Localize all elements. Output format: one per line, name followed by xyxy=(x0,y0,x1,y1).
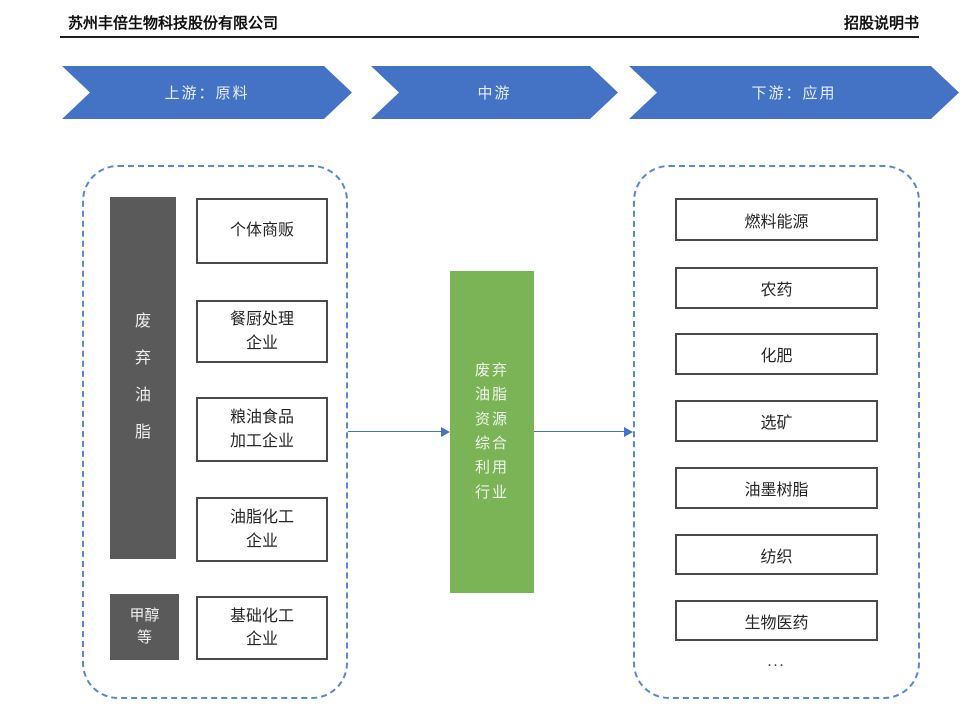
banner-midstream: 中游 xyxy=(371,66,618,119)
supplier-box-individual-vendors: 个体商贩 xyxy=(196,198,328,264)
application-box-fertilizer: 化肥 xyxy=(675,333,878,375)
right-arrowhead-icon xyxy=(624,427,633,437)
right-arrowhead-icon xyxy=(441,427,450,437)
methanol-source-box: 甲醇等 xyxy=(110,594,179,660)
application-box-textile: 纺织 xyxy=(675,534,878,575)
application-box-biomedicine: 生物医药 xyxy=(675,600,878,641)
header-divider xyxy=(60,36,919,38)
upstream-to-midstream-connector xyxy=(348,431,441,432)
application-box-mineral-processing: 选矿 xyxy=(675,400,878,442)
supplier-box-basic-chemical-companies: 基础化工企业 xyxy=(196,596,328,660)
application-box-fuel-energy: 燃料能源 xyxy=(675,198,878,241)
supplier-box-kitchen-waste-processors: 餐厨处理企业 xyxy=(196,300,328,363)
banner-downstream: 下游：应用 xyxy=(629,66,959,119)
application-box-ink-resin: 油墨树脂 xyxy=(675,467,878,509)
banner-upstream: 上游：原料 xyxy=(62,66,352,119)
supplier-box-grain-oil-food-processors: 粮油食品加工企业 xyxy=(196,397,328,462)
waste-oil-source-box: 废弃油脂 xyxy=(110,197,176,559)
application-box-pesticide: 农药 xyxy=(675,267,878,309)
waste-oil-label: 废弃油脂 xyxy=(135,313,152,441)
industry-box-waste-oil-utilization: 废弃油脂资源综合利用行业 xyxy=(450,271,534,593)
midstream-to-downstream-connector xyxy=(534,431,624,432)
supplier-box-oleochemical-companies: 油脂化工企业 xyxy=(196,497,328,562)
header-company-name: 苏州丰倍生物科技股份有限公司 xyxy=(68,16,279,32)
methanol-label: 甲醇等 xyxy=(129,607,160,647)
downstream-group xyxy=(633,165,920,699)
header-doc-type: 招股说明书 xyxy=(843,16,919,32)
upstream-group xyxy=(82,165,348,699)
more-applications-ellipsis: ... xyxy=(767,653,786,670)
